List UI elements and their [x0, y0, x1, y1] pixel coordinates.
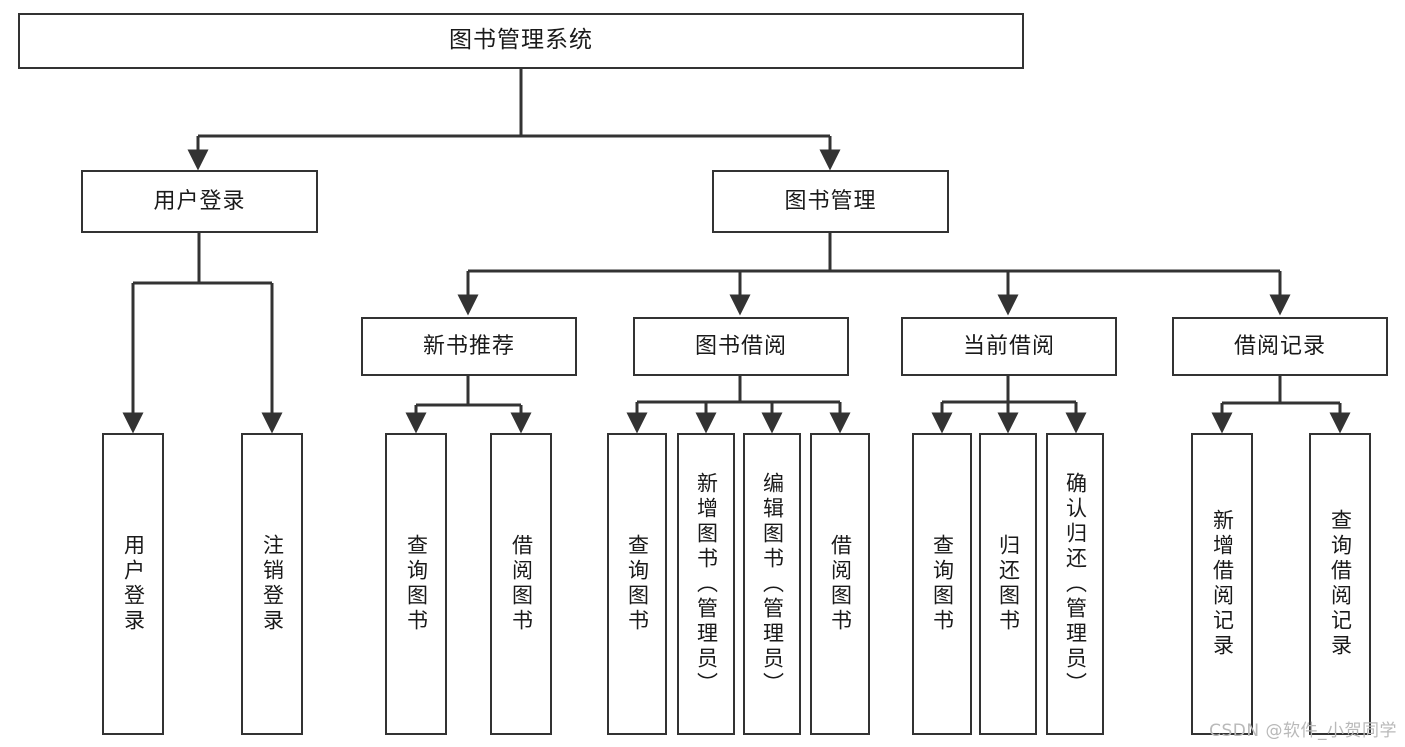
node-root-book-management-system[interactable]: 图书管理系统: [18, 13, 1024, 69]
leaf-user-login[interactable]: 用户登录: [102, 433, 164, 735]
node-label: 新增借阅记录: [1210, 509, 1235, 659]
leaf-book-borrow-query-book[interactable]: 查询图书: [607, 433, 667, 735]
leaf-new-book-query-book[interactable]: 查询图书: [385, 433, 447, 735]
leaf-new-book-borrow-book[interactable]: 借阅图书: [490, 433, 552, 735]
node-borrow-record[interactable]: 借阅记录: [1172, 317, 1388, 376]
leaf-query-borrow-record[interactable]: 查询借阅记录: [1309, 433, 1371, 735]
node-label: 图书管理: [784, 188, 877, 214]
node-label: 查询图书: [625, 534, 650, 634]
leaf-book-borrow-add-book-admin[interactable]: 新增图书（管理员）: [677, 433, 735, 735]
node-label: 借阅记录: [1233, 333, 1326, 359]
node-label: 查询图书: [930, 534, 955, 634]
leaf-book-borrow-borrow-book[interactable]: 借阅图书: [810, 433, 870, 735]
node-label: 注销登录: [260, 534, 285, 634]
node-new-book-recommend[interactable]: 新书推荐: [361, 317, 577, 376]
leaf-current-borrow-query-book[interactable]: 查询图书: [912, 433, 972, 735]
leaf-add-borrow-record[interactable]: 新增借阅记录: [1191, 433, 1253, 735]
node-label: 图书借阅: [694, 333, 787, 359]
node-label: 借阅图书: [509, 534, 534, 634]
leaf-current-borrow-confirm-return-admin[interactable]: 确认归还（管理员）: [1046, 433, 1104, 735]
node-user-login[interactable]: 用户登录: [81, 170, 318, 233]
node-label: 用户登录: [121, 534, 146, 634]
node-book-borrow[interactable]: 图书借阅: [633, 317, 849, 376]
node-label: 新书推荐: [422, 333, 515, 359]
node-book-management[interactable]: 图书管理: [712, 170, 949, 233]
node-label: 新增图书（管理员）: [694, 471, 719, 697]
leaf-current-borrow-return-book[interactable]: 归还图书: [979, 433, 1037, 735]
leaf-logout[interactable]: 注销登录: [241, 433, 303, 735]
node-label: 编辑图书（管理员）: [760, 471, 785, 697]
node-label: 归还图书: [996, 534, 1021, 634]
csdn-watermark: CSDN @软件_小贺同学: [1209, 721, 1397, 741]
node-label: 图书管理系统: [449, 27, 593, 54]
node-label: 当前借阅: [962, 333, 1055, 359]
node-label: 确认归还（管理员）: [1063, 471, 1088, 697]
leaf-book-borrow-edit-book-admin[interactable]: 编辑图书（管理员）: [743, 433, 801, 735]
node-label: 查询借阅记录: [1328, 509, 1353, 659]
node-label: 用户登录: [153, 188, 246, 214]
node-current-borrow[interactable]: 当前借阅: [901, 317, 1117, 376]
node-label: 查询图书: [404, 534, 429, 634]
node-label: 借阅图书: [828, 534, 853, 634]
